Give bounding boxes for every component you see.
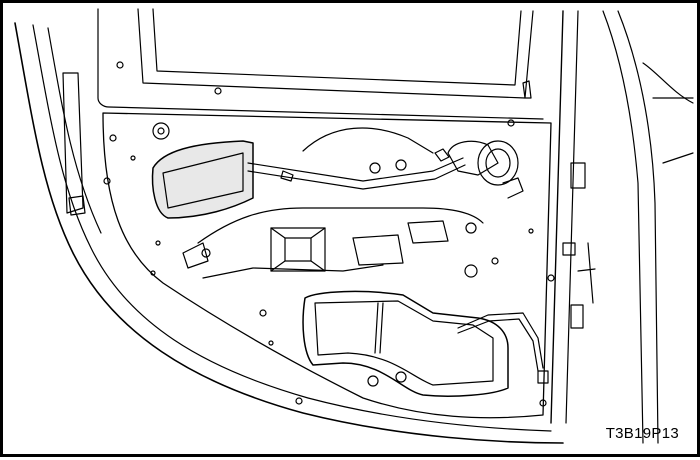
figure-code: T3B19P13 (605, 425, 679, 442)
regulator-rod (247, 127, 466, 190)
upper-access-hole (151, 122, 254, 219)
lower-cable (457, 312, 549, 384)
mounting-holes (103, 61, 555, 407)
center-boss (270, 227, 326, 272)
panel-ribs (182, 207, 499, 279)
door-panel-drawing (14, 8, 694, 444)
body-outline (14, 22, 564, 444)
door-pillar (562, 10, 694, 444)
window-frame (97, 8, 579, 424)
inner-panel-outline (102, 112, 552, 419)
door-handle-assembly (434, 140, 524, 199)
lower-access-hole (302, 290, 509, 397)
